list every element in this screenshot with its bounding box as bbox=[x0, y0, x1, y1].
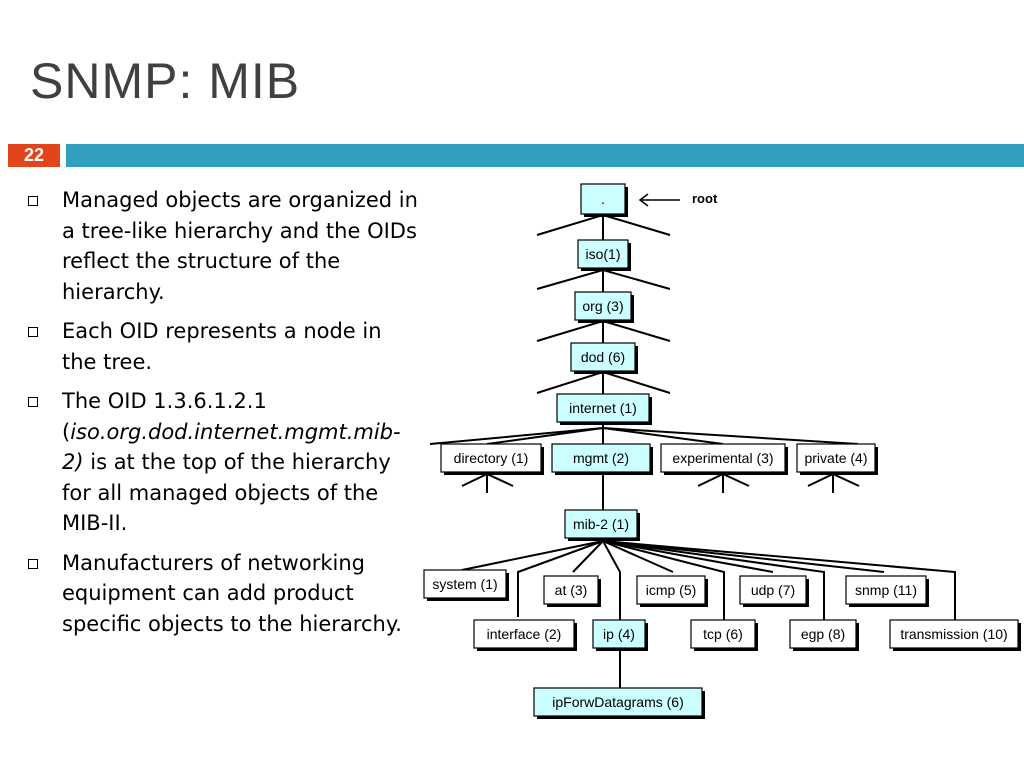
bullet-text: Managed objects are organized in a tree-… bbox=[62, 188, 418, 304]
tree-node-mgmt: mgmt (2) bbox=[551, 443, 653, 475]
mib2-children-connector bbox=[461, 540, 956, 620]
tree-node-udp: udp (7) bbox=[739, 575, 809, 607]
node-label: directory (1) bbox=[454, 450, 529, 466]
node-label: udp (7) bbox=[751, 582, 795, 598]
node-label: at (3) bbox=[555, 582, 588, 598]
bullet-text-before: The OID 1.3.6.1.2.1 ( bbox=[62, 389, 267, 444]
bullet-text: Manufacturers of networking equipment ca… bbox=[62, 550, 402, 636]
tree-node-ipforwdatagrams: ipForwDatagrams (6) bbox=[533, 687, 705, 719]
node-label: snmp (11) bbox=[855, 582, 917, 598]
slide-title: SNMP: MIB bbox=[30, 53, 301, 109]
internet-children-connector bbox=[429, 423, 859, 445]
bullet-list: Managed objects are organized in a tree-… bbox=[28, 185, 420, 648]
node-label: icmp (5) bbox=[646, 582, 697, 598]
tree-node-root: . bbox=[580, 183, 628, 217]
tree-node-snmp: snmp (11) bbox=[845, 575, 929, 607]
tree-node-ip: ip (4) bbox=[592, 619, 648, 651]
node-label: private (4) bbox=[804, 450, 867, 466]
tree-node-at: at (3) bbox=[543, 575, 601, 607]
node-label: egp (8) bbox=[801, 626, 845, 642]
tree-node-experimental: experimental (3) bbox=[660, 443, 788, 475]
tree-node-directory: directory (1) bbox=[440, 443, 544, 475]
bullet-item: Managed objects are organized in a tree-… bbox=[28, 185, 420, 307]
root-annotation: root bbox=[692, 191, 718, 206]
square-bullet-icon bbox=[28, 327, 38, 337]
bullet-item: Each OID represents a node in the tree. bbox=[28, 316, 420, 377]
tree-node-internet: internet (1) bbox=[556, 393, 652, 425]
tree-node-system: system (1) bbox=[423, 569, 509, 601]
square-bullet-icon bbox=[28, 558, 38, 569]
tree-node-private: private (4) bbox=[796, 443, 878, 475]
node-label: mgmt (2) bbox=[573, 450, 629, 466]
tree-node-mib2: mib-2 (1) bbox=[564, 509, 640, 541]
node-label: . bbox=[601, 191, 605, 207]
node-label: mib-2 (1) bbox=[573, 516, 629, 532]
square-bullet-icon bbox=[28, 397, 38, 407]
bullet-item: The OID 1.3.6.1.2.1 (iso.org.dod.interne… bbox=[28, 386, 420, 539]
tree-node-iso: iso(1) bbox=[577, 239, 631, 271]
tree-node-icmp: icmp (5) bbox=[636, 575, 708, 607]
tree-node-transmission: transmission (10) bbox=[889, 619, 1021, 651]
node-label: dod (6) bbox=[581, 349, 625, 365]
subtree-stub bbox=[461, 472, 860, 493]
root-arrow-icon bbox=[638, 193, 680, 207]
tree-node-interface: interface (2) bbox=[473, 619, 577, 651]
bullet-text: Each OID represents a node in the tree. bbox=[62, 319, 382, 374]
node-label: iso(1) bbox=[585, 246, 620, 262]
title-divider-bar bbox=[66, 144, 1024, 167]
node-label: ip (4) bbox=[603, 626, 635, 642]
node-label: tcp (6) bbox=[703, 626, 743, 642]
node-label: internet (1) bbox=[569, 400, 637, 416]
node-label: org (3) bbox=[582, 298, 623, 314]
bullet-text-after: is at the top of the hierarchy for all m… bbox=[62, 450, 391, 535]
node-label: interface (2) bbox=[487, 626, 562, 642]
node-label: transmission (10) bbox=[900, 626, 1007, 642]
square-bullet-icon bbox=[28, 196, 38, 206]
node-label: system (1) bbox=[432, 576, 497, 592]
slide-number: 22 bbox=[8, 144, 60, 167]
tree-node-egp: egp (8) bbox=[789, 619, 859, 651]
bullet-text-oid-path: iso.org.dod.internet.mgmt.mib-2) bbox=[62, 419, 401, 475]
tree-node-tcp: tcp (6) bbox=[690, 619, 758, 651]
node-label: ipForwDatagrams (6) bbox=[552, 694, 683, 710]
tree-node-dod: dod (6) bbox=[570, 342, 638, 374]
bullet-item: Manufacturers of networking equipment ca… bbox=[28, 548, 420, 640]
tree-node-org: org (3) bbox=[574, 291, 634, 323]
node-label: experimental (3) bbox=[672, 450, 773, 466]
